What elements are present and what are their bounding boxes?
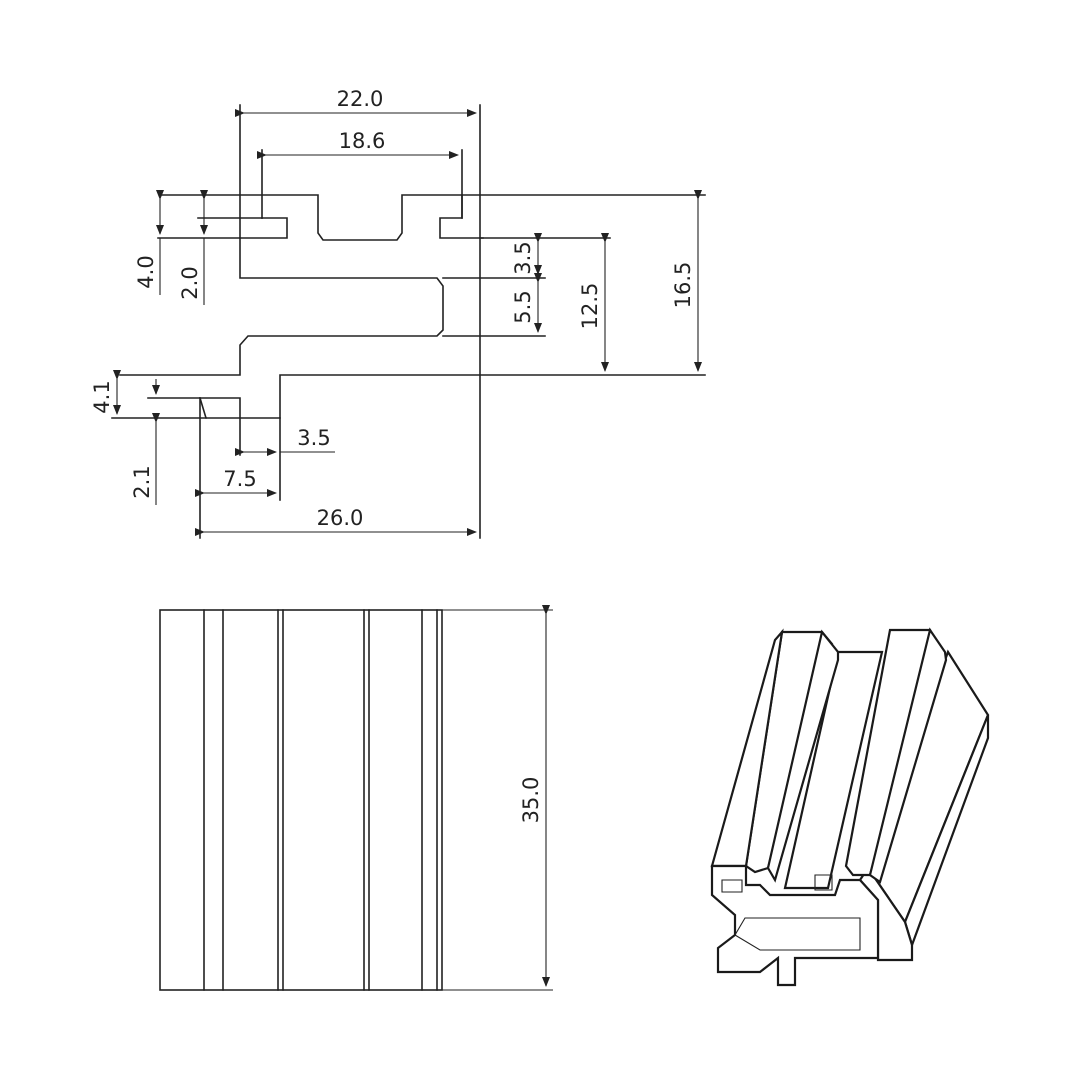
top-view-dimensions: 22.0 18.6 16.5 12.5 3.5 5.5 4.0 2.0 4.1 …	[90, 87, 702, 536]
iso-left-rail-side	[766, 629, 840, 883]
iso-front-profile	[710, 864, 880, 987]
dim-18-6: 18.6	[339, 129, 386, 153]
iso-slot-left	[721, 879, 743, 893]
profile-outline	[119, 194, 706, 456]
dim-3-5-bottom: 3.5	[297, 426, 330, 450]
dim-22-0: 22.0	[337, 87, 384, 111]
dim-16-5: 16.5	[671, 262, 695, 309]
front-view-outline	[159, 609, 443, 991]
front-view: 35.0	[159, 605, 553, 991]
top-view-profile	[111, 104, 706, 539]
dim-12-5: 12.5	[578, 283, 602, 330]
dim-2-1: 2.1	[130, 465, 154, 498]
dim-2-0: 2.0	[178, 266, 202, 299]
dim-3-5-right: 3.5	[511, 241, 535, 274]
dim-5-5: 5.5	[511, 290, 535, 323]
isometric-view	[710, 627, 990, 987]
top-flange-left	[157, 217, 288, 239]
iso-channel-floor	[783, 650, 884, 890]
iso-right-rail-side	[868, 627, 948, 884]
dim-26-0: 26.0	[317, 506, 364, 530]
dim-35-0: 35.0	[519, 777, 543, 824]
dim-7-5: 7.5	[223, 467, 256, 491]
dim-4-0: 4.0	[134, 255, 158, 288]
iso-lower-step	[734, 917, 861, 951]
iso-slot-mid	[814, 874, 833, 891]
dim-4-1: 4.1	[90, 380, 114, 413]
